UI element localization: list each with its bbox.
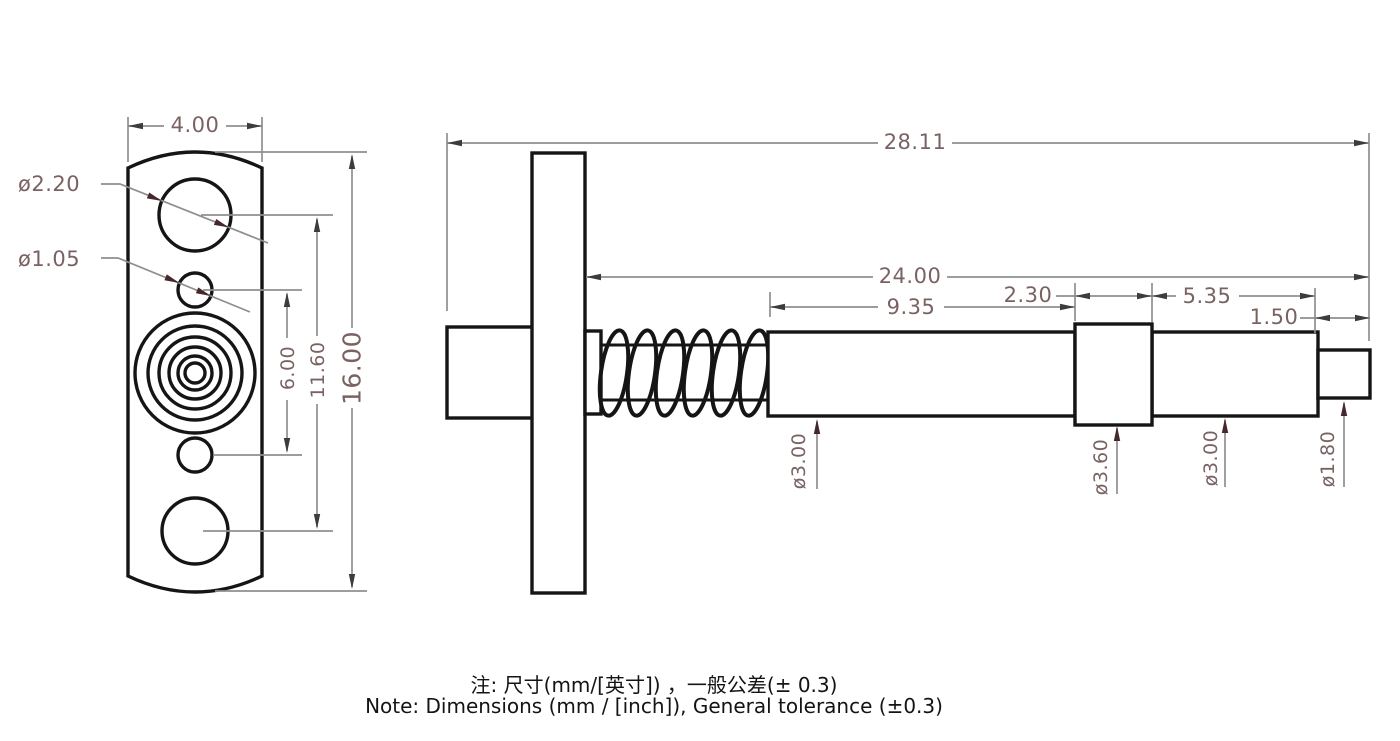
pin-barrel-2 — [1150, 330, 1320, 418]
pin-flange-plate — [530, 151, 587, 595]
front-plate-outline — [126, 150, 264, 594]
front-view — [126, 150, 264, 594]
dim-dia-barrel2: ø3.00 — [1200, 429, 1222, 487]
dim-dia-tip: ø1.80 — [1317, 430, 1339, 488]
side-view-arrows — [447, 139, 1370, 322]
front-hole-small-bottom — [176, 436, 214, 474]
pin-barrel-1 — [766, 330, 1077, 418]
dim-hole-small: ø1.05 — [18, 247, 81, 271]
dim-pitch-small-holes: 6.00 — [277, 345, 299, 391]
pin-rear-head — [445, 325, 535, 420]
dim-front-height: 16.00 — [337, 330, 367, 406]
pin-stub — [583, 329, 603, 416]
side-view-dimension-lines — [446, 133, 1370, 494]
front-view-arrows — [128, 122, 356, 589]
dim-seg-barrel2: 5.35 — [1182, 284, 1232, 308]
pin-spring — [597, 328, 771, 418]
dim-front-width: 4.00 — [170, 113, 220, 137]
dim-seg-barrel1: 9.35 — [886, 295, 936, 319]
dim-seg-collar: 2.30 — [1003, 283, 1053, 307]
side-view — [445, 151, 1372, 595]
dim-pitch-large-holes: 11.60 — [307, 341, 329, 399]
front-spring-coil-rings — [133, 311, 257, 435]
diameter-leader-arrows — [813, 401, 1348, 441]
pin-collar — [1073, 322, 1154, 427]
front-view-leader-arrows — [146, 192, 229, 296]
dim-body-length: 24.00 — [878, 264, 942, 288]
pin-tip — [1316, 348, 1372, 400]
note-line-chinese: 注: 尺寸(mm/[英寸]) ，一般公差(± 0.3) — [470, 673, 838, 697]
dim-overall-length: 28.11 — [883, 130, 947, 154]
dim-dia-collar: ø3.60 — [1090, 438, 1112, 496]
dim-hole-large: ø2.20 — [18, 172, 81, 196]
dim-seg-tip: 1.50 — [1249, 305, 1299, 329]
dim-dia-barrel1: ø3.00 — [788, 432, 810, 490]
note-line-english: Note: Dimensions (mm / [inch]), General … — [365, 694, 943, 718]
